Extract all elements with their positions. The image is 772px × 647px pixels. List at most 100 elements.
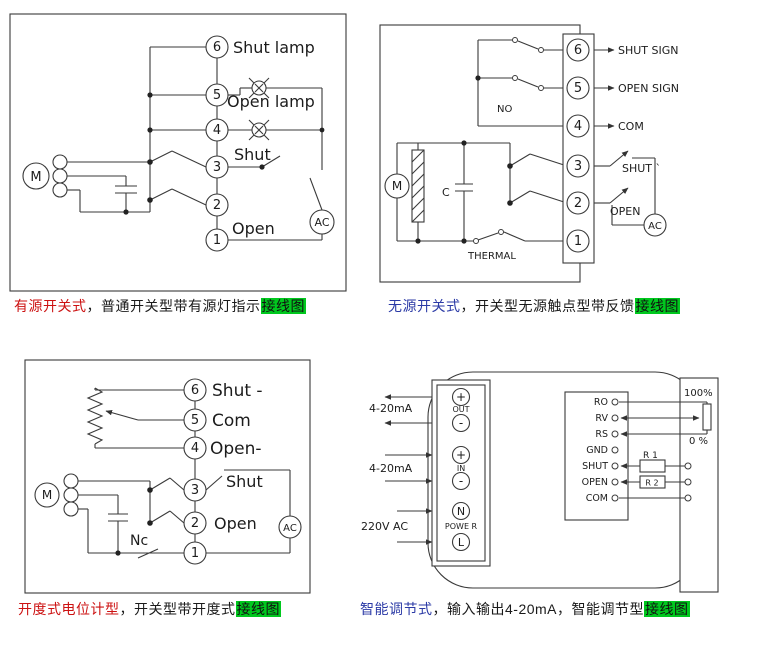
caption-lead: 智能调节式 [360, 601, 433, 617]
svg-text:1: 1 [191, 546, 199, 561]
terminal-4 [566, 114, 590, 138]
motor-symbol: M [22, 154, 68, 198]
power-label: POWE R [445, 522, 478, 531]
svg-text:2: 2 [574, 196, 582, 211]
resistor-r1 [639, 459, 666, 473]
svg-text:5: 5 [213, 88, 221, 103]
svg-text:2: 2 [191, 516, 199, 531]
svg-text:3: 3 [213, 160, 221, 175]
pot-100-label: 100% [684, 388, 713, 399]
svg-text:AC: AC [283, 523, 297, 534]
terminal-2 [566, 191, 590, 215]
feedback-board [679, 377, 719, 593]
svg-text:1: 1 [574, 234, 582, 249]
caption-active-switch: 有源开关式，普通开关型带有源灯指示接线图 [14, 296, 306, 316]
diagram1-frame [9, 13, 347, 292]
lamp-icon [248, 119, 270, 141]
nc-label: Nc [130, 533, 148, 549]
svg-text:6: 6 [574, 43, 582, 58]
connector-rows: RO RV RS GND SHUT OPEN COM [582, 397, 619, 504]
svg-text:-: - [459, 416, 463, 430]
ac-source-symbol: AC [309, 209, 335, 235]
shut-label: SHUT ` [622, 162, 661, 175]
diagram2-terminals: 6 5 4 3 2 1 [566, 38, 590, 253]
svg-text:6: 6 [191, 383, 199, 398]
diagram2-contacts [415, 37, 544, 244]
terminal-2 [205, 193, 229, 217]
terminal-3 [566, 154, 590, 178]
caption-highlight: 接线图 [634, 298, 680, 314]
terminal-strip [562, 33, 595, 264]
svg-text:RV: RV [595, 413, 608, 424]
r1-label: R 1 [643, 451, 658, 461]
pot-0-label: 0 % [689, 436, 708, 447]
caption-body: ，输入输出4-20mA，智能调节型 [432, 601, 645, 617]
open-lamp-label: Open lamp [227, 92, 315, 111]
open-sign-label: OPEN SIGN [618, 82, 679, 95]
com-label: COM [618, 120, 644, 133]
diagram4-io-lines [384, 394, 433, 545]
shut-sign-label: SHUT SIGN [618, 44, 679, 57]
diagram-passive-switch-type: M C NO THERMAL 6 5 4 3 2 1 [379, 24, 679, 283]
terminal-6 [205, 35, 229, 59]
caption-lead: 开度式电位计型 [18, 601, 120, 617]
terminal-3 [205, 155, 229, 179]
svg-text:-: - [459, 474, 463, 488]
terminal-1 [183, 541, 207, 565]
svg-text:6: 6 [213, 40, 221, 55]
svg-text:3: 3 [574, 159, 582, 174]
terminal-4 [183, 436, 207, 460]
svg-text:4: 4 [191, 441, 199, 456]
svg-text:L: L [458, 536, 465, 549]
svg-text:+: + [456, 390, 466, 404]
diagram3-junction-dots [115, 487, 153, 556]
svg-text:GND: GND [586, 445, 608, 456]
caption-highlight: 接线图 [235, 601, 281, 617]
open-label: Open [232, 219, 275, 238]
ac-source-symbol: AC [643, 213, 667, 237]
open-label: Open [214, 514, 257, 533]
terminal-4 [205, 118, 229, 142]
shut-label: Shut [234, 145, 271, 164]
out-signal-label: 4-20mA [369, 402, 413, 415]
terminal-3 [183, 478, 207, 502]
terminal-6 [183, 378, 207, 402]
ac-source-symbol: AC [278, 515, 302, 539]
open-feedback-label: Open- [210, 439, 262, 459]
diagram4-feedback-lines [619, 401, 708, 499]
svg-text:COM: COM [586, 493, 608, 504]
svg-text:AC: AC [648, 221, 662, 232]
diagram1-wiring [67, 46, 323, 241]
terminal-6 [566, 38, 590, 62]
diagram-active-switch-type: M 6 5 4 3 2 1 [9, 13, 347, 292]
in-label: IN [457, 464, 465, 473]
svg-text:4: 4 [574, 119, 582, 134]
thermal-label: THERMAL [467, 251, 516, 262]
power-supply-label: 220V AC [361, 520, 408, 533]
caption-passive-switch: 无源开关式，开关型无源触点型带反馈接线图 [388, 296, 680, 316]
caption-highlight: 接线图 [260, 298, 306, 314]
svg-text:SHUT: SHUT [582, 461, 608, 472]
in-signal-label: 4-20mA [369, 462, 413, 475]
shut-feedback-label: Shut - [212, 381, 263, 401]
svg-text:1: 1 [213, 233, 221, 248]
svg-text:4: 4 [213, 123, 221, 138]
svg-text:M: M [42, 488, 52, 502]
diagram-potentiometer-type: M 6 5 4 3 2 1 AC Shut - Com Open- Shut O… [24, 359, 311, 594]
svg-text:AC: AC [314, 216, 329, 229]
svg-text:3: 3 [191, 483, 199, 498]
motor-symbol: M [384, 173, 410, 199]
diagram3-terminals: 6 5 4 3 2 1 [183, 378, 207, 565]
r2-label: R 2 [645, 479, 658, 488]
diagram1-terminals: 6 5 4 3 2 1 [205, 35, 229, 252]
caption-body: ，普通开关型带有源灯指示 [86, 298, 261, 314]
terminal-5 [566, 76, 590, 100]
caption-potentiometer: 开度式电位计型，开关型带开度式接线图 [18, 599, 281, 619]
diagram2-wiring [396, 39, 656, 242]
caption-lead: 无源开关式 [388, 298, 461, 314]
terminal-block-circles: + - + - N L [451, 387, 471, 552]
caption-highlight: 接线图 [644, 601, 690, 617]
svg-text:+: + [456, 448, 466, 462]
shut-label: Shut [226, 472, 263, 491]
